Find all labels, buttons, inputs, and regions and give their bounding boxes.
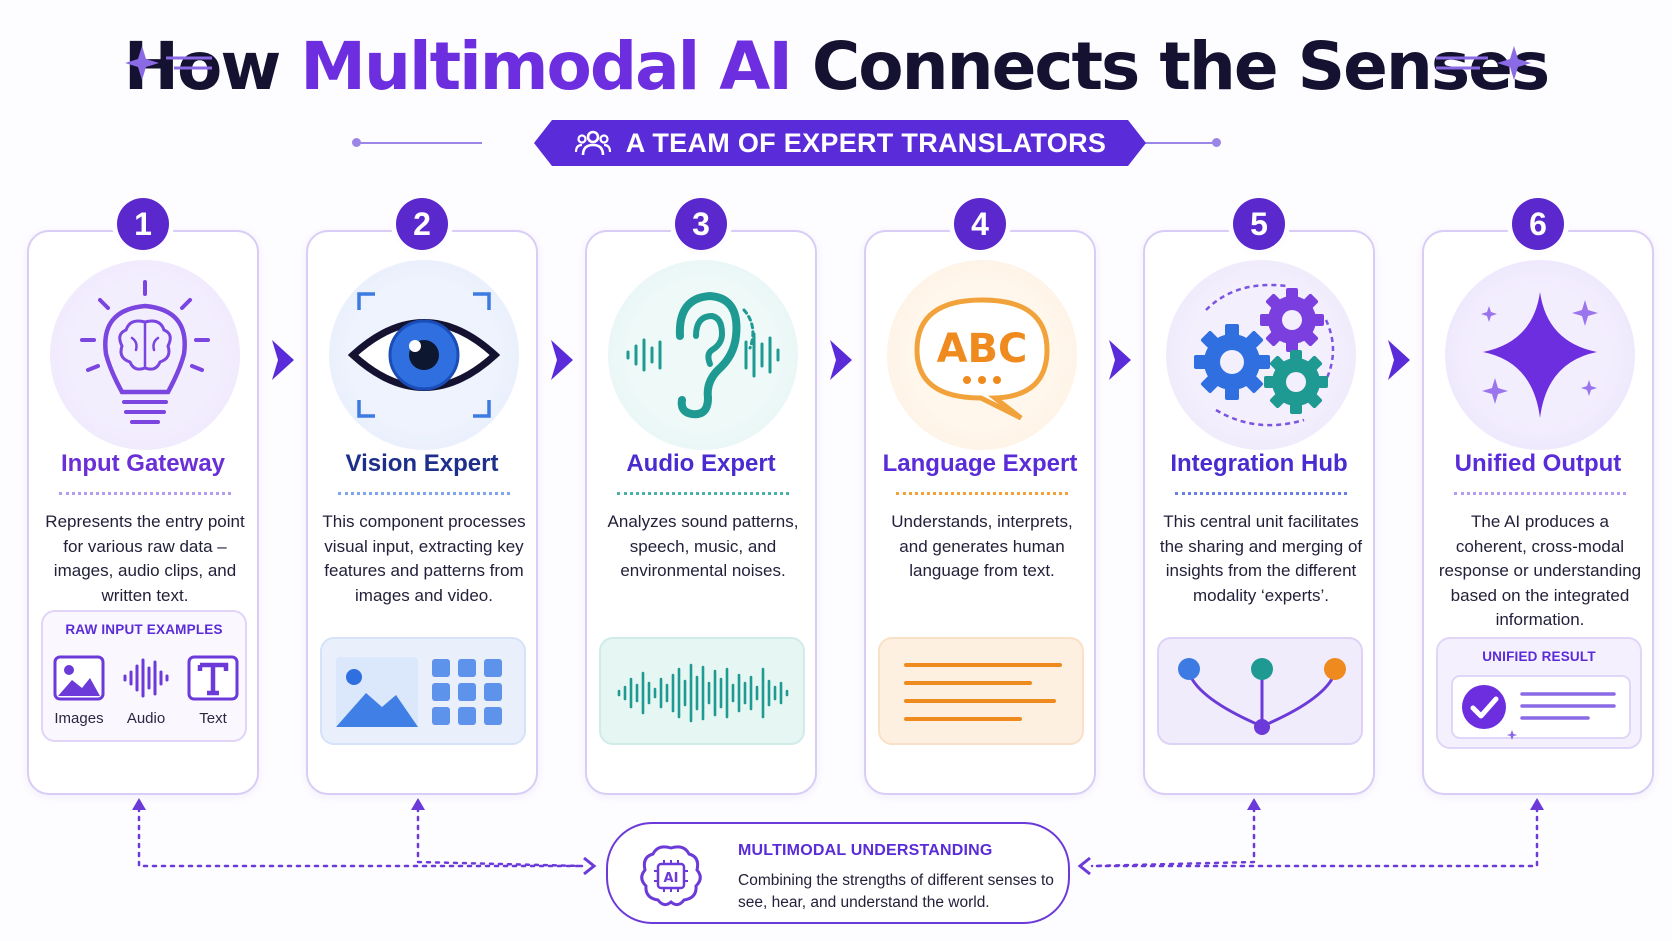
step-card-integration-hub: Integration Hub This central unit facili… — [1143, 230, 1375, 795]
raw-input-examples-panel: RAW INPUT EXAMPLES Images Audio — [41, 610, 247, 742]
eye-icon — [347, 292, 501, 418]
lightbulb-brain-icon — [80, 280, 210, 424]
card-title: Input Gateway — [60, 450, 226, 477]
icon-circle — [608, 260, 798, 450]
audio-wave-icon — [123, 658, 169, 698]
step-card-vision-expert: Vision Expert This component processes v… — [306, 230, 538, 795]
step-card-input-gateway: Input Gateway Represents the entry point… — [27, 230, 259, 795]
card-separator — [617, 492, 789, 495]
sparkle-icon — [1481, 292, 1598, 418]
icon-circle: ABC — [887, 260, 1077, 450]
unified-result-panel: UNIFIED RESULT — [1436, 637, 1642, 749]
ai-chip-text: AI — [664, 871, 679, 886]
step-number-6: 6 — [1512, 198, 1564, 250]
image-grid-icon — [336, 657, 502, 727]
chevron-right-icon — [551, 340, 573, 380]
example-audio: Audio — [114, 654, 178, 727]
step-number-2: 2 — [396, 198, 448, 250]
icon-circle — [329, 260, 519, 450]
card-separator — [1175, 492, 1347, 495]
step-card-unified-output: Unified Output The AI produces a coheren… — [1422, 230, 1654, 795]
banner-line-left — [358, 142, 482, 144]
bottom-title: MULTIMODAL UNDERSTANDING — [738, 842, 993, 859]
card-title: Audio Expert — [626, 450, 776, 477]
card-description: Analyzes sound patterns, speech, music, … — [607, 512, 799, 580]
example-label: Images — [54, 710, 104, 727]
chevron-right-icon — [1109, 340, 1131, 380]
gears-icon — [1194, 283, 1335, 427]
bottom-description: Combining the strengths of different sen… — [738, 872, 1054, 911]
chevron-right-icon — [830, 340, 852, 380]
icon-circle — [1445, 260, 1635, 450]
step-number-4: 4 — [954, 198, 1006, 250]
team-icon — [574, 128, 612, 158]
language-panel — [878, 637, 1084, 745]
card-description: This component processes visual input, e… — [322, 512, 526, 605]
subtitle-banner: A TEAM OF EXPERT TRANSLATORS — [534, 120, 1146, 166]
step-card-audio-expert: Audio Expert Analyzes sound patterns, sp… — [585, 230, 817, 795]
panel-title: UNIFIED RESULT — [1482, 649, 1596, 664]
chevron-right-icon — [272, 340, 294, 380]
step-number-1: 1 — [117, 198, 169, 250]
vision-panel — [320, 637, 526, 745]
card-description: The AI produces a coherent, cross-modal … — [1438, 512, 1642, 629]
example-label: Audio — [126, 710, 166, 727]
icon-circle — [1166, 260, 1356, 450]
card-description: Understands, interprets, and generates h… — [891, 512, 1073, 580]
integration-panel — [1157, 637, 1363, 745]
image-icon — [53, 655, 105, 701]
example-label: Text — [199, 710, 227, 727]
banner-line-dot-left — [352, 138, 361, 147]
card-title: Language Expert — [882, 450, 1078, 477]
example-images: Images — [47, 654, 111, 727]
text-icon — [187, 655, 239, 701]
audio-panel — [599, 637, 805, 745]
subtitle-text: A TEAM OF EXPERT TRANSLATORS — [625, 127, 1107, 158]
card-description: Represents the entry point for various r… — [45, 512, 245, 605]
card-title: Vision Expert — [345, 450, 499, 477]
sparkle-decoration-right-icon — [1436, 46, 1531, 80]
panel-title: RAW INPUT EXAMPLES — [65, 622, 223, 637]
card-separator — [338, 492, 510, 495]
card-separator — [1454, 492, 1626, 495]
card-title: Integration Hub — [1170, 450, 1348, 477]
multimodal-understanding-box: AI MULTIMODAL UNDERSTANDING Combining th… — [606, 822, 1070, 924]
card-separator — [59, 492, 231, 495]
step-number-3: 3 — [675, 198, 727, 250]
ear-icon — [626, 291, 780, 419]
sparkle-decoration-left-icon — [125, 46, 212, 80]
merge-nodes-icon — [1178, 658, 1346, 735]
audio-waveform-icon — [617, 663, 789, 723]
card-separator — [896, 492, 1068, 495]
icon-circle — [50, 260, 240, 450]
step-number-5: 5 — [1233, 198, 1285, 250]
example-text: Text — [181, 654, 245, 727]
card-description: This central unit facilitates the sharin… — [1159, 512, 1363, 605]
chevron-right-icon — [1388, 340, 1410, 380]
speech-bubble-text: ABC — [937, 326, 1028, 372]
speech-bubble-icon: ABC — [914, 297, 1050, 421]
step-card-language-expert: ABC Language Expert Understands, interpr… — [864, 230, 1096, 795]
result-check-icon — [1451, 675, 1631, 740]
page-title: How Multimodal AI Connects the Senses — [123, 28, 1550, 105]
banner-line-dot-right — [1212, 138, 1221, 147]
ai-brain-chip-icon: AI — [640, 845, 702, 907]
card-title: Unified Output — [1454, 450, 1622, 477]
banner-line-right — [1090, 142, 1216, 144]
text-lines-icon — [904, 663, 1062, 721]
